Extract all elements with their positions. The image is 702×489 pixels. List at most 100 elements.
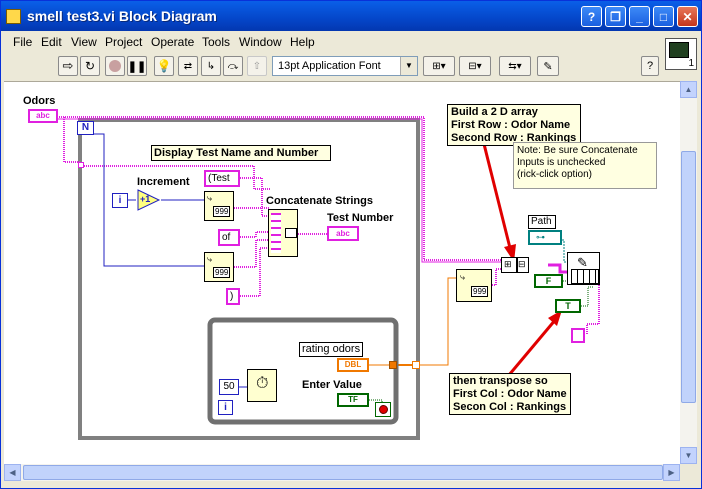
menu-help[interactable]: Help [290,35,315,49]
increment-node[interactable] [137,189,161,211]
path-terminal[interactable]: ⊶ [528,230,562,245]
format2-wire [234,239,270,268]
pause-button[interactable]: ❚❚ [127,56,147,76]
highlight-execution-button[interactable]: 💡 [154,56,174,76]
while-loop-index-terminal[interactable]: i [218,400,233,415]
menu-view[interactable]: View [71,35,97,49]
maximize-button[interactable]: □ [653,6,674,27]
scroll-down-button[interactable]: ▼ [680,447,697,464]
format3-to-build-wire [492,268,501,286]
lightbulb-icon: 💡 [156,59,172,73]
rating-odors-terminal[interactable]: DBL [337,358,369,372]
menu-tools[interactable]: Tools [202,35,231,49]
minimize-button[interactable]: _ [629,6,650,27]
transpose-to-write-wire [548,263,567,274]
chevron-right-icon: ▶ [668,468,675,477]
run-button[interactable]: ⇨ [58,56,78,76]
format-glyph-1: 999 [213,206,231,217]
note-line: Build a 2 D array [451,106,538,118]
note-line: First Col : Odor Name [453,388,567,400]
odors-string-wire-2 [49,118,501,263]
build-array-arrow [482,143,513,253]
context-help-button[interactable]: ? [641,56,659,76]
menu-edit[interactable]: Edit [41,35,62,49]
restore-button[interactable]: ❐ [605,6,626,27]
transpose-array-node[interactable]: ⊟ [517,257,529,273]
reorder-button[interactable]: ⇆▾ [499,56,531,76]
align-objects-button[interactable]: ⊞▾ [423,56,455,76]
increment-label: Increment [137,176,190,188]
menu-window[interactable]: Window [239,35,282,49]
stop-condition-terminal[interactable] [375,402,391,417]
menu-project[interactable]: Project [105,35,143,49]
while-output-tunnel[interactable] [389,361,397,369]
wait-ms-node[interactable]: ⏱ [247,369,277,402]
format-glyph-3: 999 [471,286,489,297]
vi-connector-icon[interactable]: 1 [665,38,697,70]
note-line: Secon Col : Rankings [453,401,567,413]
odors-terminal[interactable]: abc [28,109,58,123]
scroll-left-button[interactable]: ◀ [4,464,21,481]
output-string-indicator[interactable] [571,328,585,343]
chevron-down-icon: ▼ [684,451,693,460]
block-diagram-canvas[interactable]: Odors abc N i Display Test Name and Numb… [4,81,680,465]
run-continuously-button[interactable]: ↻ [80,56,100,76]
note-line: then transpose so [453,375,548,387]
resize-grip[interactable] [680,464,697,481]
display-test-label: Display Test Name and Number [151,145,331,161]
abort-button[interactable] [105,56,125,76]
enter-value-terminal[interactable]: TF [337,393,369,407]
concatenate-strings-node[interactable] [268,209,298,257]
chevron-down-icon: ▼ [400,57,417,75]
scroll-right-button[interactable]: ▶ [663,464,680,481]
number-to-string-2[interactable]: 999 ⤷ [204,252,234,282]
path-label: Path [528,215,556,229]
run-arrow-icon: ⇨ [62,58,74,73]
help-glyph: ? [587,9,596,24]
number-to-string-1[interactable]: 999 ⤷ [204,191,234,221]
menu-file[interactable]: File [13,35,33,49]
test-number-terminal[interactable]: abc [327,226,359,241]
build-array-node[interactable]: ⊞ [501,257,517,273]
vertical-scrollbar[interactable]: ▲ ▼ [680,81,697,464]
horizontal-scroll-thumb[interactable] [23,465,663,480]
build-array-icon: ⊞ [504,259,512,269]
font-select[interactable]: 13pt Application Font ▼ [272,56,418,76]
help-context-button[interactable]: ? [581,6,602,27]
retain-wire-values-button[interactable]: ⇄ [178,56,198,76]
format-arrow-icon: ⤷ [207,254,213,264]
close-button[interactable]: ✕ [677,6,698,27]
test-string-wire [238,177,270,217]
step-into-button[interactable]: ↳ [201,56,221,76]
string-of-constant[interactable]: of [218,229,240,246]
write-to-spreadsheet-node[interactable]: ✎ [567,252,600,285]
stop-sign-icon [109,60,121,72]
title-bar[interactable]: smell test3.vi Block Diagram ? ❐ _ □ ✕ [1,1,701,31]
for-loop-count-terminal[interactable]: N [77,121,94,135]
concat-inputs-note: Note: Be sure Concatenate Inputs is unch… [513,142,657,189]
step-out-button[interactable]: ⇧ [247,56,267,76]
scroll-up-button[interactable]: ▲ [680,81,697,98]
horizontal-scrollbar[interactable]: ◀ ▶ [4,464,680,481]
boolean-t-terminal[interactable]: T [555,299,581,313]
concatenate-label: Concatenate Strings [266,195,373,207]
auto-index-tunnel[interactable] [78,162,84,168]
cleanup-diagram-button[interactable]: ✎ [537,56,559,76]
vertical-scroll-thumb[interactable] [681,151,696,403]
menu-operate[interactable]: Operate [151,35,195,49]
boolean-f-terminal[interactable]: F [534,274,563,288]
step-over-button[interactable]: ⤼ [223,56,243,76]
vi-number-badge: 1 [688,58,694,69]
spreadsheet-pencil-icon: ✎ [577,255,588,270]
for-output-tunnel[interactable] [412,361,420,369]
string-test-constant[interactable]: (Test [204,170,240,187]
number-to-string-3[interactable]: 999 ⤷ [456,269,492,302]
string-close-constant[interactable]: ) [226,288,240,305]
write-output-wire [586,279,600,335]
wait-constant[interactable]: 50 [219,379,239,395]
wiring-layer [49,116,600,440]
distribute-objects-button[interactable]: ⊟▾ [459,56,491,76]
rating-to-format-wire [420,277,456,366]
for-loop-index-terminal[interactable]: i [112,193,128,208]
format-arrow-icon: ⤷ [460,272,466,282]
